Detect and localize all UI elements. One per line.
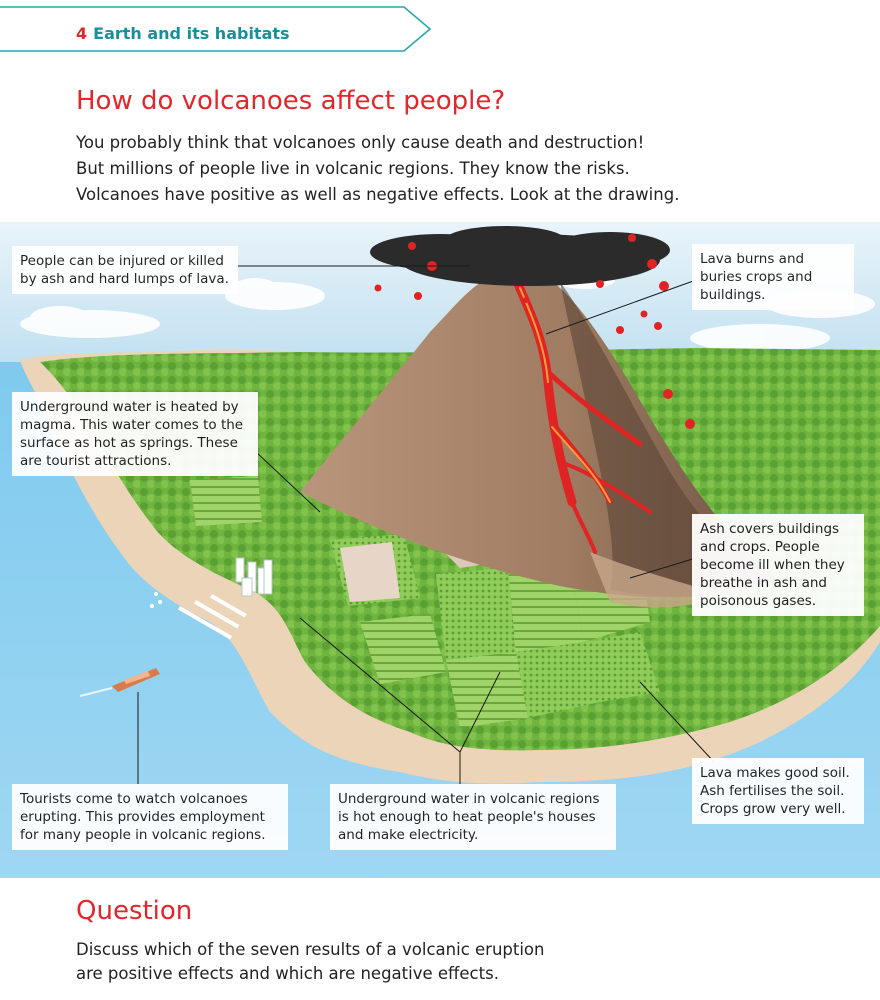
callout-tourists: Tourists come to watch volcanoes eruptin… xyxy=(12,784,288,850)
callout-line: Ash covers buildings xyxy=(700,521,840,537)
town-buildings xyxy=(235,557,273,597)
callout-line: Underground water in volcanic regions xyxy=(338,791,600,807)
callout-good-soil: Lava makes good soil. Ash fertilises the… xyxy=(692,758,864,824)
intro-line: Volcanoes have positive as well as negat… xyxy=(76,185,680,204)
callout-line: buries crops and xyxy=(700,269,813,285)
question-line: Discuss which of the seven results of a … xyxy=(76,940,545,959)
callout-line: Underground water is heated by xyxy=(20,399,239,415)
callout-line: surface as hot as springs. These xyxy=(20,435,238,451)
lava-glow xyxy=(519,287,611,503)
callout-line: by ash and hard lumps of lava. xyxy=(20,271,229,287)
volcano-shadow xyxy=(560,282,780,597)
callout-ash-injury: People can be injured or killed by ash a… xyxy=(12,246,238,294)
callout-line: for many people in volcanic regions. xyxy=(20,827,266,843)
question-text: Discuss which of the seven results of a … xyxy=(76,938,776,986)
callout-lava-burns: Lava burns and buries crops and building… xyxy=(692,244,854,310)
callout-line: People can be injured or killed xyxy=(20,253,224,269)
callout-hot-springs: Underground water is heated by magma. Th… xyxy=(12,392,258,476)
callout-line: become ill when they xyxy=(700,557,845,573)
leader-lines xyxy=(137,265,715,784)
page-title: How do volcanoes affect people? xyxy=(76,86,506,116)
chapter-number: 4 xyxy=(76,24,88,43)
callout-line: Lava makes good soil. xyxy=(700,765,850,781)
chapter-label: 4 Earth and its habitats xyxy=(76,24,290,43)
intro-line: But millions of people live in volcanic … xyxy=(76,159,630,178)
chapter-title: Earth and its habitats xyxy=(93,24,290,43)
clearing xyxy=(340,542,400,602)
lava-bombs xyxy=(374,234,695,429)
callout-line: Tourists come to watch volcanoes xyxy=(20,791,248,807)
callout-line: Ash fertilises the soil. xyxy=(700,783,845,799)
callout-line: Crops grow very well. xyxy=(700,801,846,817)
chapter-tab-shape xyxy=(0,6,432,52)
callout-line: breathe in ash and xyxy=(700,575,827,591)
ash-deposit xyxy=(590,552,720,608)
callout-line: buildings. xyxy=(700,287,766,303)
callout-line: and crops. People xyxy=(700,539,820,555)
intro-text: You probably think that volcanoes only c… xyxy=(76,130,836,208)
question-title: Question xyxy=(76,896,193,926)
callout-line: and make electricity. xyxy=(338,827,479,843)
callout-ash-covers: Ash covers buildings and crops. People b… xyxy=(692,514,864,616)
callout-heating: Underground water in volcanic regions is… xyxy=(330,784,616,850)
intro-line: You probably think that volcanoes only c… xyxy=(76,133,645,152)
question-line: are positive effects and which are negat… xyxy=(76,964,499,983)
callout-line: Lava burns and xyxy=(700,251,805,267)
callout-line: magma. This water comes to the xyxy=(20,417,244,433)
callout-line: are tourist attractions. xyxy=(20,453,172,469)
tourist-boat xyxy=(79,668,160,697)
harbour xyxy=(150,592,247,640)
callout-line: erupting. This provides employment xyxy=(20,809,265,825)
volcano-illustration: People can be injured or killed by ash a… xyxy=(0,222,880,878)
callout-line: is hot enough to heat people's houses xyxy=(338,809,596,825)
ash-cloud xyxy=(370,226,670,286)
callout-line: poisonous gases. xyxy=(700,593,817,609)
chapter-header: 4 Earth and its habitats xyxy=(0,6,432,52)
